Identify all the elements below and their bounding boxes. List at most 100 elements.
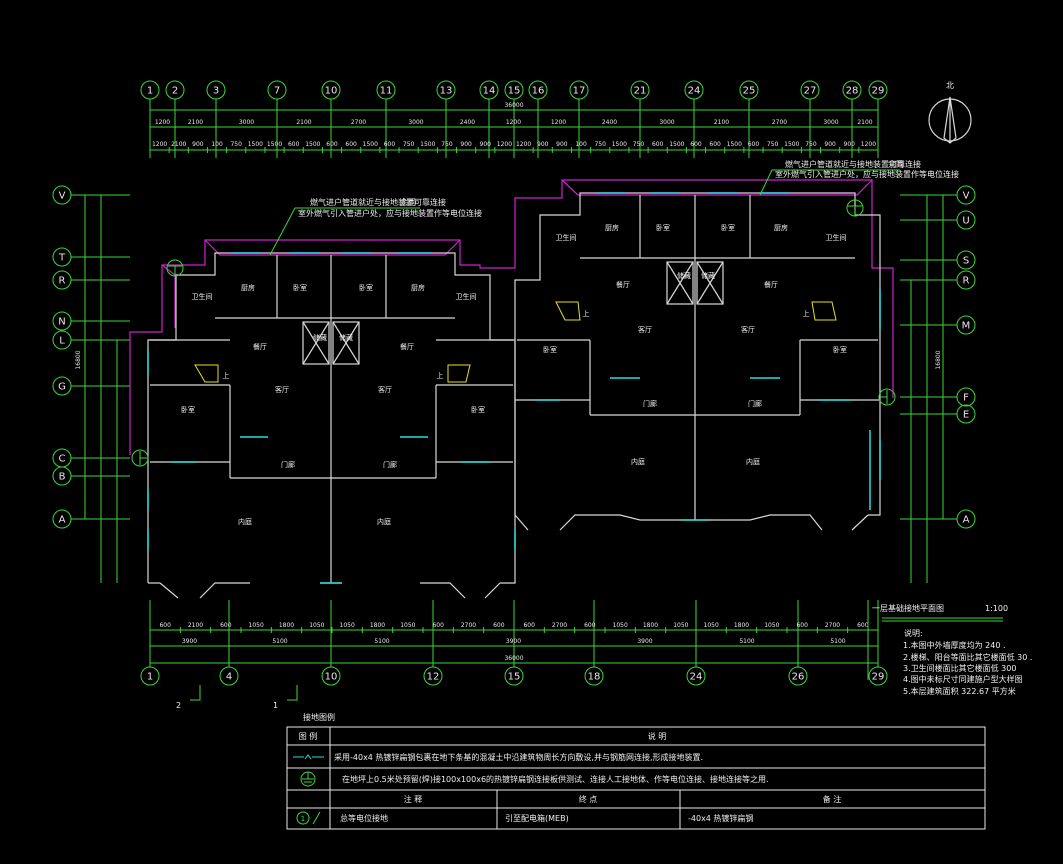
dimension-label: 2400 [602,119,617,126]
dimension-label: 600 [345,141,357,148]
room-label-storage: 储藏 [339,333,353,342]
ground-terminal-symbol-icon [300,771,316,787]
dimension-label: 3900 [182,638,197,645]
dimension-label: 900 [556,141,568,148]
axis-label: 4 [226,672,232,683]
dimension-total-label: 16800 [75,350,82,369]
dimension-label: 1200 [152,141,167,148]
axis-label: 25 [743,86,756,97]
axis-label: V [59,191,66,202]
leader-note: 燃气进户管道就近与接地装置可靠连接 [310,197,446,207]
axis-label: E [963,410,969,421]
room-label-living: 客厅 [275,385,289,394]
axis-label: U [962,216,969,227]
note-item: 1.本图中外墙厚度均为 240 . [903,640,1006,650]
room-label-dining: 餐厅 [400,342,414,351]
leader-note: 室外燃气引入管进户处，应与接地装置作等电位连接 [775,169,959,179]
dimension-label: 1200 [155,119,170,126]
axis-label: A [59,515,66,526]
dimension-label: 1050 [400,622,415,629]
dimension-label: 2700 [825,622,840,629]
dimension-label: 1050 [613,622,628,629]
dimension-label: 900 [537,141,549,148]
axis-label: 15 [508,86,521,97]
dimension-label: 1500 [267,141,282,148]
dimension-label: 100 [575,141,587,148]
room-label-bedroom: 卧室 [721,223,735,232]
dimension-label: 2100 [714,119,729,126]
room-label-dining: 餐厅 [253,342,267,351]
axis-label: 28 [846,86,859,97]
leader-notes: 燃气进户管道就近与接地装置可靠连接 余同 室外燃气引入管进户处，应与接地装置作等… [269,159,959,256]
north-arrow-icon: 北 [928,81,972,144]
dimension-label: 750 [594,141,606,148]
legend-header-symbol: 图 例 [299,731,318,741]
dimension-label: 1200 [516,141,531,148]
axis-label: B [59,472,66,483]
room-label-bedroom: 卧室 [293,283,307,292]
dimension-label: 750 [805,141,817,148]
axis-label: 11 [380,86,393,97]
room-label-bathroom: 卫生间 [556,233,577,242]
dimension-label: 5100 [374,638,389,645]
dimension-label: 3000 [659,119,674,126]
stair-up-label: 上 [803,309,810,318]
axis-label: L [59,336,65,347]
leader-note: 燃气进户管道就近与接地装置可靠连接 [785,159,921,169]
ground-conductor-symbol-icon [293,754,324,760]
title-block: 一层基础接地平面图 1:100 说明: 1.本图中外墙厚度均为 240 . 2.… [867,600,1032,696]
legend-cell: -40x4 热镀锌扁钢 [688,813,753,823]
dimension-label: 1050 [340,622,355,629]
dimension-label: 1200 [506,119,521,126]
dimension-label: 3000 [239,119,254,126]
dimension-label: 1500 [363,141,378,148]
equipotential-mark-number: 1 [301,815,305,823]
axis-label: 24 [688,86,701,97]
equipotential-mark-icon [296,811,321,825]
note-item: 2.楼梯、阳台等面比其它楼面低 30 . [903,652,1032,662]
dimension-label: 5100 [830,638,845,645]
dimension-label: 900 [192,141,204,148]
dimension-label: 2400 [460,119,475,126]
dimension-label: 750 [230,141,242,148]
axis-label: 14 [483,86,496,97]
section-mark-label: 2 [176,701,181,710]
stair-icon [194,301,837,383]
room-label-bedroom: 卧室 [656,223,670,232]
dimension-label: 2700 [461,622,476,629]
drawing-title: 一层基础接地平面图 [872,603,944,613]
dimension-label: 750 [403,141,415,148]
axis-label: G [58,382,66,393]
leader-note-same: 余同 [400,197,416,207]
legend-header-desc: 说 明 [648,731,667,741]
axis-label: R [963,276,970,287]
axis-label: 10 [325,86,338,97]
dimension-label: 3900 [637,638,652,645]
dimension-label: 600 [652,141,664,148]
axis-label: 13 [440,86,453,97]
dimension-label: 600 [748,141,760,148]
room-label-courtyard: 内庭 [238,517,252,526]
dimension-label: 900 [460,141,472,148]
axis-label: 17 [573,86,586,97]
legend-row-desc: 在地坪上0.5米处预留(焊)接100x100x6的热镀锌扁钢连接板供测试、连接人… [342,774,769,784]
notes-heading: 说明: [904,628,923,638]
dimension-label: 2700 [772,119,787,126]
axis-label: 29 [872,86,885,97]
axis-label: T [58,253,66,264]
axis-label: 29 [872,672,885,683]
windows [147,192,881,584]
room-label-bedroom: 卧室 [181,405,195,414]
room-label-living: 客厅 [741,325,755,334]
dimension-label: 900 [824,141,836,148]
dimension-label: 1050 [249,622,264,629]
dimension-label: 1500 [420,141,435,148]
dimension-label: 600 [857,622,869,629]
dimension-label: 1050 [764,622,779,629]
axis-label: V [963,191,970,202]
axis-label: 3 [213,86,219,97]
dimension-label: 1500 [612,141,627,148]
dimension-label: 600 [288,141,300,148]
legend-row-desc: 采用-40x4 热镀锌扁钢包裹在地下条基的混凝土中沿建筑物周长方向敷设,并与钢筋… [334,752,703,762]
